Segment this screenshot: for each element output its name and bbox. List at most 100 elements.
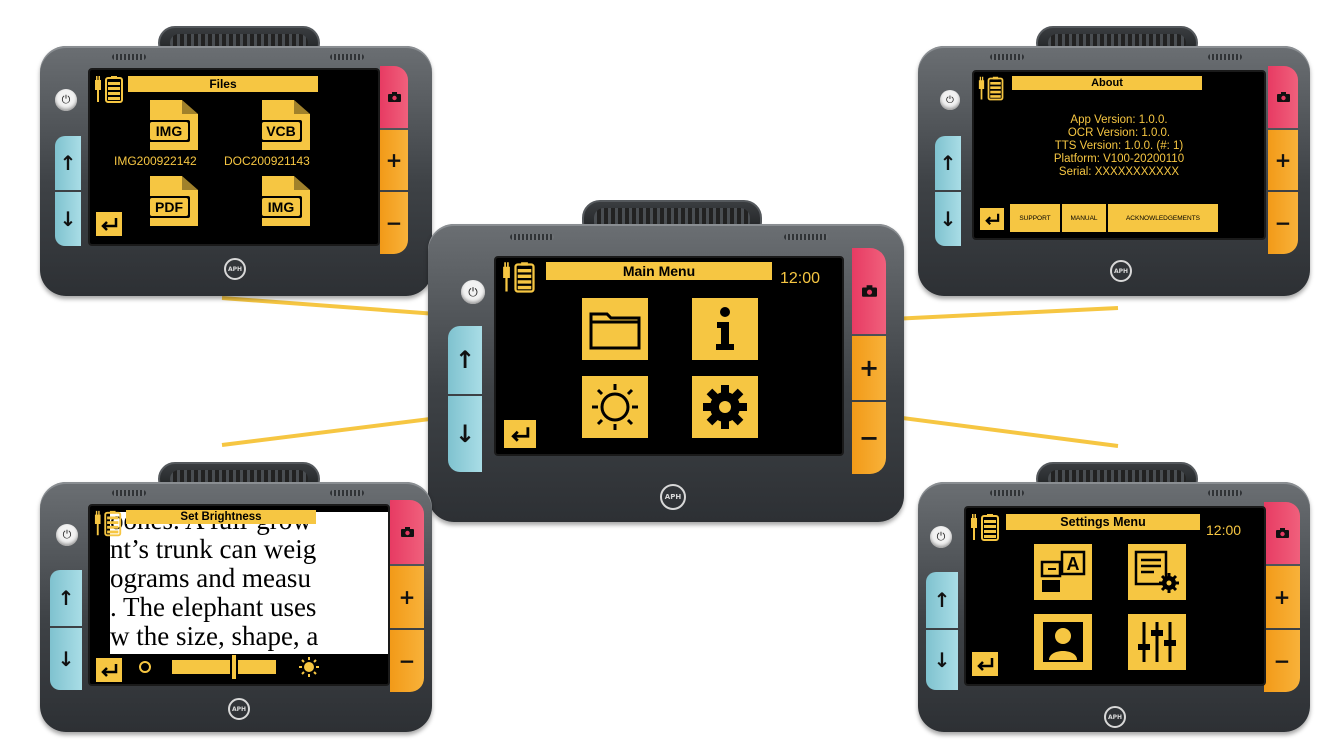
camera-icon [1275,528,1289,538]
camera-button[interactable] [1268,66,1298,128]
return-arrow-icon [985,213,1000,226]
aph-logo: APH [228,698,250,720]
settings-tile-text[interactable]: A [1032,542,1094,602]
power-button[interactable]: ⏻ [56,524,78,546]
up-button[interactable]: ↑ [50,570,82,626]
speaker-grill [112,54,146,60]
camera-button[interactable] [380,66,408,128]
speaker-grill [112,490,146,496]
vcb-file-icon [260,100,310,150]
zoom-out-button[interactable]: − [852,402,886,474]
back-button[interactable] [978,206,1006,232]
file-type-label: IMG [267,199,295,215]
speaker-grill [784,234,828,240]
brightness-icon [592,384,638,430]
back-button[interactable] [970,650,1000,678]
document-line: nt’s trunk can weig [110,534,317,564]
down-button[interactable]: ↓ [448,396,482,472]
device-brightness: ⏻ ↑ ↓ + − APH oones. A full-grow nt’s tr… [40,460,432,732]
menu-tile-files[interactable] [580,296,650,362]
power-button[interactable]: ⏻ [461,280,485,304]
screen-title: Main Menu [546,262,772,280]
file-item[interactable]: VCB [258,98,314,152]
tab-support[interactable]: SUPPORT [1010,204,1060,232]
about-line: TTS Version: 1.0.0. (#: 1) [1054,140,1184,152]
camera-button[interactable] [1264,502,1300,564]
brightness-slider-thumb[interactable] [230,655,239,679]
camera-button[interactable] [852,248,886,334]
device-about: ⏻ ↑ ↓ + − APH About App Version: 1.0.0. … [918,24,1310,296]
settings-tile-adjustments[interactable] [1126,612,1188,672]
zoom-in-button[interactable]: + [1268,130,1298,190]
about-line: OCR Version: 1.0.0. [1067,127,1171,139]
camera-button[interactable] [390,500,424,564]
back-button[interactable] [502,418,538,450]
aph-logo: APH [224,258,246,280]
down-button[interactable]: ↓ [935,192,961,246]
down-button[interactable]: ↓ [55,192,81,246]
brightness-slider[interactable] [172,655,276,679]
menu-tile-brightness[interactable] [580,374,650,440]
return-arrow-icon [977,658,994,671]
power-button[interactable]: ⏻ [930,526,952,548]
file-name: IMG200922142 [114,154,197,168]
screen-about: About App Version: 1.0.0. OCR Version: 1… [972,70,1266,240]
settings-tile-document[interactable] [1126,542,1188,602]
zoom-out-button[interactable]: − [380,192,408,254]
screen-title: Set Brightness [126,510,316,524]
device-settings: ⏻ ↑ ↓ + − APH Settings Menu 12:00 A [918,460,1310,732]
return-arrow-icon [101,664,118,677]
zoom-in-button[interactable]: + [380,130,408,190]
screen-brightness: oones. A full-grow nt’s trunk can weig o… [88,504,390,686]
up-button[interactable]: ↑ [55,136,81,190]
aph-logo: APH [660,484,686,510]
bright-icon [299,657,319,677]
zoom-out-button[interactable]: − [1268,192,1298,254]
up-button[interactable]: ↑ [926,572,958,628]
menu-tile-settings[interactable] [690,374,760,440]
pdf-file-icon [148,176,198,226]
menu-tile-about[interactable] [690,296,760,362]
speaker-grill [1208,490,1242,496]
file-type-label: IMG [155,123,183,139]
clock: 12:00 [1206,522,1242,538]
tab-acknowledgements[interactable]: ACKNOWLEDGEMENTS [1108,204,1218,232]
document-line: . The elephant uses [110,592,317,622]
file-item[interactable]: PDF [146,174,202,228]
clock: 12:00 [780,270,821,287]
aph-logo: APH [1110,260,1132,282]
up-button[interactable]: ↑ [935,136,961,190]
zoom-in-button[interactable]: + [1264,566,1300,628]
screen-main-menu: Main Menu 12:00 [494,256,844,456]
tab-manual[interactable]: MANUAL [1062,204,1106,232]
zoom-out-button[interactable]: − [390,630,424,692]
file-item[interactable]: IMG [146,98,202,152]
sliders-icon [1138,622,1176,662]
return-arrow-icon [101,218,118,231]
power-button[interactable]: ⏻ [940,90,960,110]
back-button[interactable] [94,210,124,238]
up-button[interactable]: ↑ [448,326,482,394]
battery-plug-icon [971,514,999,541]
down-button[interactable]: ↓ [926,630,958,690]
camera-icon [400,527,414,537]
speaker-grill [510,234,554,240]
speaker-grill [990,490,1024,496]
zoom-out-button[interactable]: − [1264,630,1300,692]
down-button[interactable]: ↓ [50,628,82,690]
return-arrow-icon [511,427,530,442]
gear-icon [703,385,747,429]
dim-icon [139,661,151,673]
camera-icon [387,92,401,102]
settings-tile-profile[interactable] [1032,612,1094,672]
file-type-label: PDF [155,199,183,215]
zoom-in-button[interactable]: + [852,336,886,400]
back-button[interactable] [94,656,124,684]
about-tabs: SUPPORT MANUAL ACKNOWLEDGEMENTS [1010,204,1218,232]
device-files: ⏻ ↑ ↓ + − APH Files IMG VCB IMG200922142… [40,24,432,296]
zoom-in-button[interactable]: + [390,566,424,628]
power-button[interactable]: ⏻ [55,89,77,111]
document-line: w the size, shape, a [110,621,319,651]
file-item[interactable]: IMG [258,174,314,228]
about-line: App Version: 1.0.0. [1070,114,1168,126]
